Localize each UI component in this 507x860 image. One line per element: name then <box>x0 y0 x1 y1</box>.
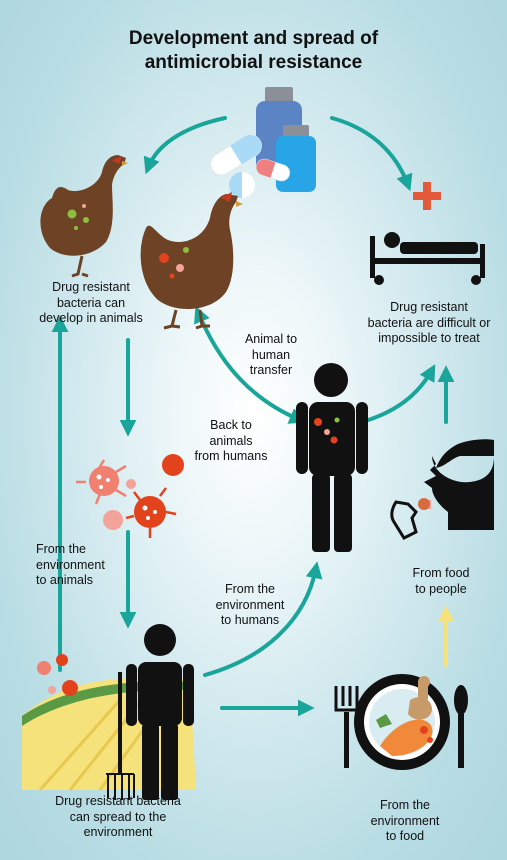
label-food-to-people: From food to people <box>386 566 496 597</box>
arrow-medicine-to-patient <box>332 118 408 185</box>
label-develop-in-animals: Drug resistant bacteria can develop in a… <box>22 280 160 327</box>
food-plate-icon <box>336 674 468 770</box>
label-back-to-animals: Back to animals from humans <box>176 418 286 465</box>
label-environment-to-humans: From the environment to humans <box>190 582 310 629</box>
person-icon <box>296 363 368 552</box>
farmer-icon <box>22 624 196 800</box>
label-environment-to-food: From the environment to food <box>350 798 460 845</box>
medicine-icon <box>206 87 316 198</box>
label-environment-to-animals: From the environment to animals <box>36 542 156 589</box>
arrow-person-to-treat <box>362 370 432 422</box>
chicken-icon <box>40 155 128 276</box>
hospital-bed-icon <box>370 182 485 285</box>
diagram-title-line2: antimicrobial resistance <box>0 51 507 75</box>
eating-face-icon <box>392 439 494 538</box>
label-animal-to-human: Animal to human transfer <box>216 332 326 379</box>
label-difficult-to-treat: Drug resistant bacteria are difficult or… <box>358 300 500 347</box>
diagram-title-line1: Development and spread of <box>0 27 507 51</box>
label-spread-to-environment: Drug resistant bacteria can spread to th… <box>28 794 208 841</box>
bacteria-icon <box>76 454 184 538</box>
